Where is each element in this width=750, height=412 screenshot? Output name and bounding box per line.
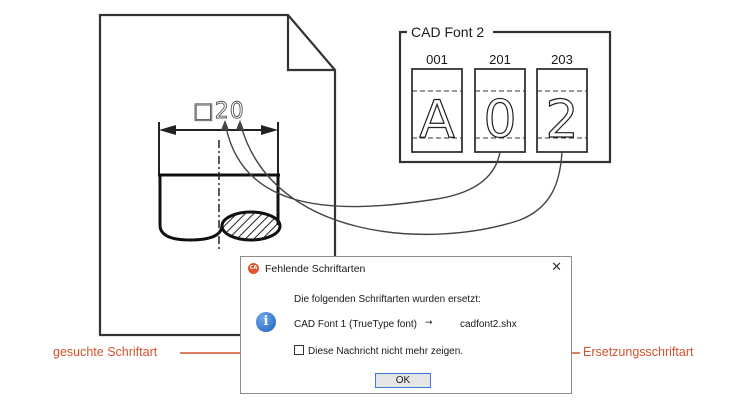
cylinder-part: [158, 140, 282, 250]
dimension-line: [158, 122, 279, 175]
close-icon[interactable]: ✕: [551, 260, 562, 275]
mapping-curve-2: [239, 121, 563, 236]
dont-show-again-row: Diese Nachricht nicht mehr zeigen.: [294, 345, 463, 357]
glyph-box-3: [536, 68, 588, 153]
dialog-message: Die folgenden Schriftarten wurden ersetz…: [294, 294, 481, 305]
dialog-titlebar: CA Fehlende Schriftarten ✕: [241, 257, 571, 281]
glyph-box-1: [411, 68, 463, 153]
callout-label-replacement-font: Ersetzungsschriftart: [583, 345, 694, 359]
ok-button[interactable]: OK: [375, 373, 431, 388]
callout-label-searched-font: gesuchte Schriftart: [53, 345, 158, 359]
dimension-arrow-right: [261, 125, 278, 135]
mapping-arrow-2: [236, 120, 244, 130]
dont-show-again-label[interactable]: Diese Nachricht nicht mehr zeigen.: [308, 346, 464, 357]
mapping-arrow-0: [221, 120, 229, 130]
dialog-title: Fehlende Schriftarten: [265, 263, 366, 275]
dimension-arrow-left: [159, 125, 176, 135]
glyph-A: A: [419, 90, 455, 150]
info-icon: i: [256, 312, 276, 332]
missing-fonts-dialog: CA Fehlende Schriftarten ✕ Die folgenden…: [240, 256, 572, 394]
dimension-text: □20: [193, 99, 245, 124]
sheet-fold: [286, 15, 335, 72]
replacement-font-name: cadfont2.shx: [460, 319, 517, 330]
font-panel-title-bg: [407, 24, 493, 40]
glyph-code-1: 001: [426, 52, 448, 67]
replacement-arrow: →: [425, 318, 433, 328]
glyph-code-3: 203: [551, 52, 573, 67]
glyph-2: 2: [545, 90, 578, 150]
mapping-curve-0: [224, 121, 501, 208]
hatched-section: [220, 210, 282, 242]
missing-font-name: CAD Font 1 (TrueType font): [294, 319, 418, 330]
dont-show-again-checkbox[interactable]: [294, 345, 304, 355]
glyph-0: 0: [483, 90, 516, 150]
glyph-code-2: 201: [489, 52, 511, 67]
font-panel-title: CAD Font 2: [411, 24, 484, 40]
app-logo-icon: CA: [248, 263, 259, 274]
